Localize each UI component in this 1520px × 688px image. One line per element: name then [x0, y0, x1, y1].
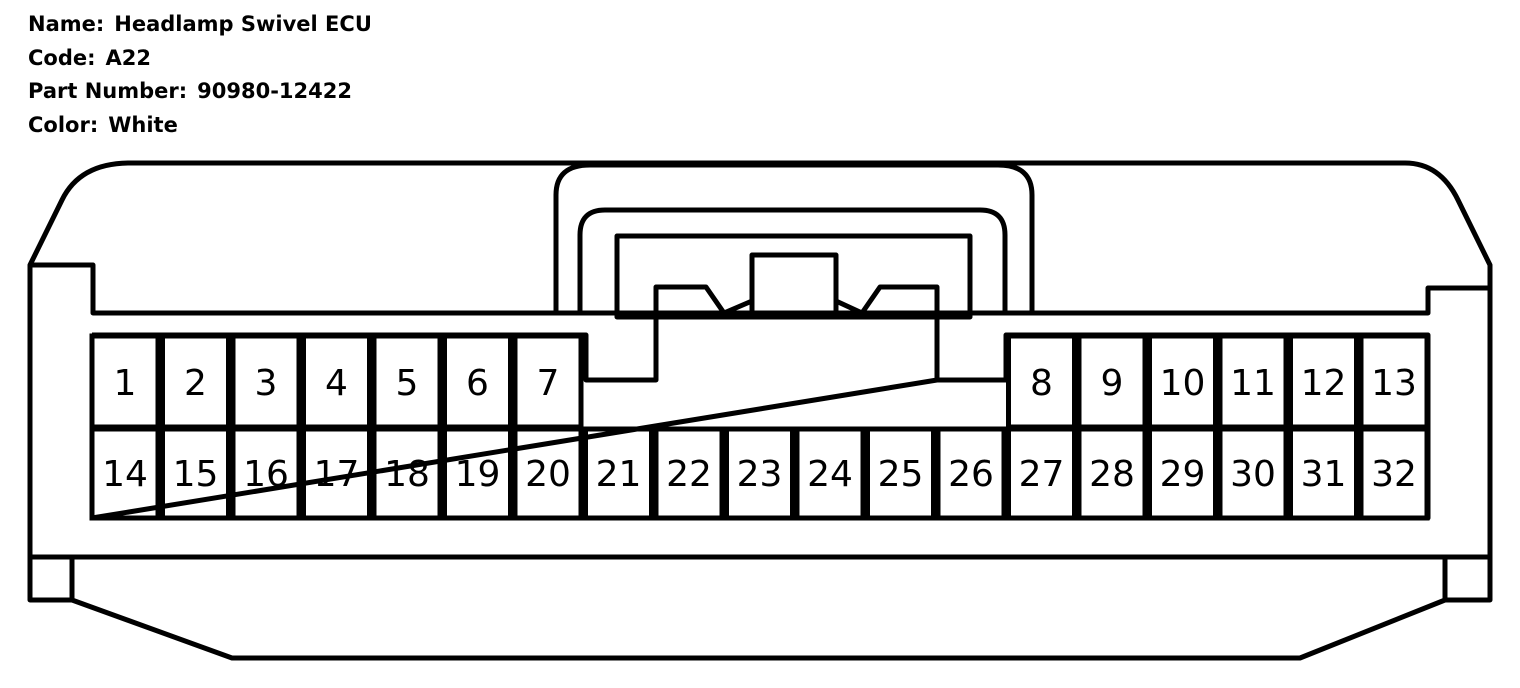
- code-row: Code: A22: [28, 42, 372, 76]
- pin-number-20: 20: [525, 454, 571, 495]
- lock-button: [749, 252, 839, 318]
- pin-number-29: 29: [1160, 454, 1206, 495]
- pin-number-23: 23: [737, 454, 783, 495]
- pin-number-16: 16: [243, 454, 289, 495]
- pin-number-32: 32: [1371, 454, 1417, 495]
- color-row: Color: White: [28, 109, 372, 143]
- pin-cell-29: [1147, 426, 1218, 521]
- part-number-value: 90980-12422: [197, 79, 352, 103]
- housing-lower-right-tab: [1442, 554, 1490, 600]
- pin-number-9: 9: [1101, 363, 1124, 404]
- pin-number-25: 25: [878, 454, 924, 495]
- part-number-label: Part Number:: [28, 79, 188, 103]
- pin-cells: [89, 333, 1430, 521]
- lock-frame: [614, 233, 973, 320]
- pin-cell-27: [1006, 426, 1077, 521]
- pin-cell-28: [1076, 426, 1148, 521]
- lock-inner-outline: [577, 207, 1008, 313]
- pin-number-8: 8: [1030, 363, 1053, 404]
- pin-number-28: 28: [1089, 454, 1135, 495]
- pin-number-5: 5: [396, 363, 419, 404]
- name-row: Name: Headlamp Swivel ECU: [28, 8, 372, 42]
- pin-cell-20: [512, 426, 584, 521]
- connector-info: Name: Headlamp Swivel ECU Code: A22 Part N…: [28, 8, 372, 142]
- pin-number-26: 26: [948, 454, 994, 495]
- housing-upper-band: [30, 262, 1490, 316]
- pin-number-21: 21: [596, 454, 642, 495]
- pin-cell-30: [1217, 426, 1289, 521]
- pin-cell-26: [935, 426, 1007, 521]
- pin-number-3: 3: [255, 363, 278, 404]
- pin-cell-22: [653, 426, 725, 521]
- pin-cell-23: [724, 426, 795, 521]
- pin-cell-16: [230, 426, 302, 521]
- pin-cell-32: [1358, 426, 1430, 521]
- pin-number-30: 30: [1230, 454, 1276, 495]
- pin-number-4: 4: [325, 363, 348, 404]
- pin-number-7: 7: [537, 363, 560, 404]
- pin-number-12: 12: [1301, 363, 1347, 404]
- pin-number-13: 13: [1371, 363, 1417, 404]
- name-value: Headlamp Swivel ECU: [114, 12, 372, 36]
- code-label: Code:: [28, 45, 96, 70]
- housing-outline: [27, 160, 1493, 661]
- pin-number-17: 17: [314, 454, 360, 495]
- pin-cell-25: [865, 426, 936, 521]
- pin-cell-18: [371, 426, 443, 521]
- pin-cell-24: [794, 426, 866, 521]
- pin-number-31: 31: [1301, 454, 1347, 495]
- pin-cell-21: [583, 426, 654, 521]
- pin-cell-14: [89, 426, 161, 521]
- pin-number-2: 2: [184, 363, 207, 404]
- name-label: Name:: [28, 12, 105, 36]
- pin-number-24: 24: [807, 454, 853, 495]
- pin-number-22: 22: [666, 454, 712, 495]
- pin-number-27: 27: [1019, 454, 1065, 495]
- color-label: Color:: [28, 112, 99, 137]
- code-value: A22: [105, 45, 151, 70]
- pin-number-18: 18: [384, 454, 430, 495]
- pin-number-6: 6: [466, 363, 489, 404]
- pin-cell-31: [1288, 426, 1359, 521]
- pin-cell-15: [160, 426, 231, 521]
- pin-number-1: 1: [114, 363, 137, 404]
- housing-lower-left-tab: [30, 554, 75, 600]
- pin-number-10: 10: [1160, 363, 1206, 404]
- pin-cell-19: [442, 426, 513, 521]
- part-number-row: Part Number: 90980-12422: [28, 75, 372, 109]
- color-value: White: [108, 112, 178, 137]
- pin-number-11: 11: [1230, 363, 1276, 404]
- pin-cell-17: [301, 426, 372, 521]
- pin-number-15: 15: [173, 454, 219, 495]
- pin-number-19: 19: [455, 454, 501, 495]
- pin-number-14: 14: [102, 454, 148, 495]
- lock-latch: [586, 284, 1006, 383]
- lock-outer-outline: [553, 162, 1035, 313]
